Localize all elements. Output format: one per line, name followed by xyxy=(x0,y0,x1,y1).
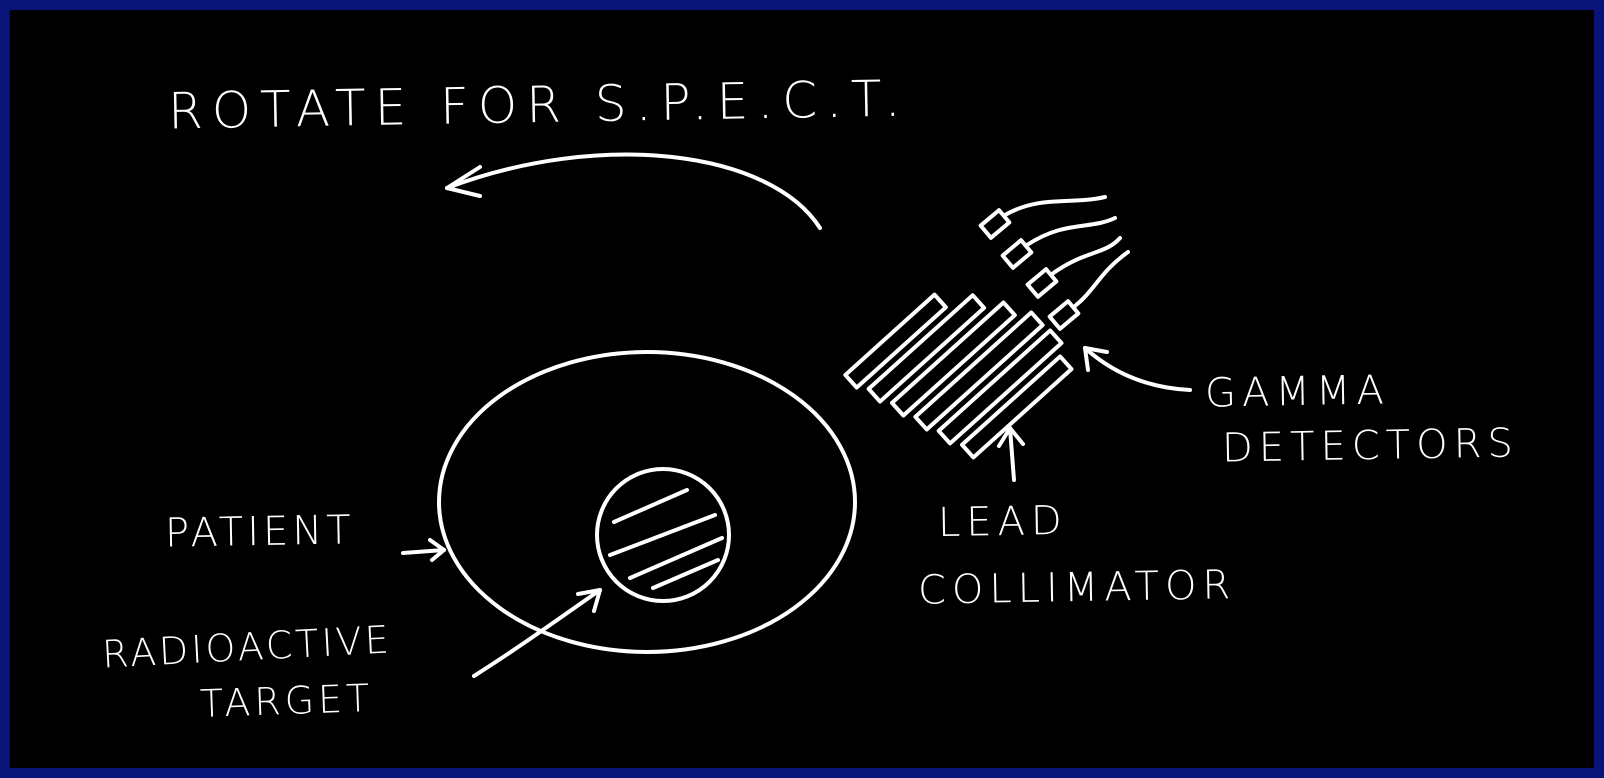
radioactive-target xyxy=(595,467,731,603)
patient-body xyxy=(437,350,857,654)
rotation-arrow xyxy=(445,152,822,230)
patient-label: PATIENT xyxy=(164,507,356,557)
detectors-label: DETECTORS xyxy=(1221,420,1520,472)
target-pointer-arrow xyxy=(472,588,602,678)
gamma-detectors xyxy=(978,195,1130,331)
lead-label: LEAD xyxy=(937,497,1069,547)
patient-pointer-arrow xyxy=(401,538,446,562)
collimator-label: COLLIMATOR xyxy=(917,562,1237,614)
gamma-pointer-arrow xyxy=(1083,346,1192,392)
lead-collimator xyxy=(843,292,1074,460)
diagram-title: ROTATE FOR S.P.E.C.T. xyxy=(167,69,910,141)
lead-pointer-arrow xyxy=(997,426,1025,482)
target-label: TARGET xyxy=(199,675,375,727)
spect-sketch xyxy=(401,152,1192,678)
diagram-canvas: ROTATE FOR S.P.E.C.T. GAMMA DETECTORS LE… xyxy=(10,10,1594,768)
gamma-label: GAMMA xyxy=(1204,367,1391,417)
